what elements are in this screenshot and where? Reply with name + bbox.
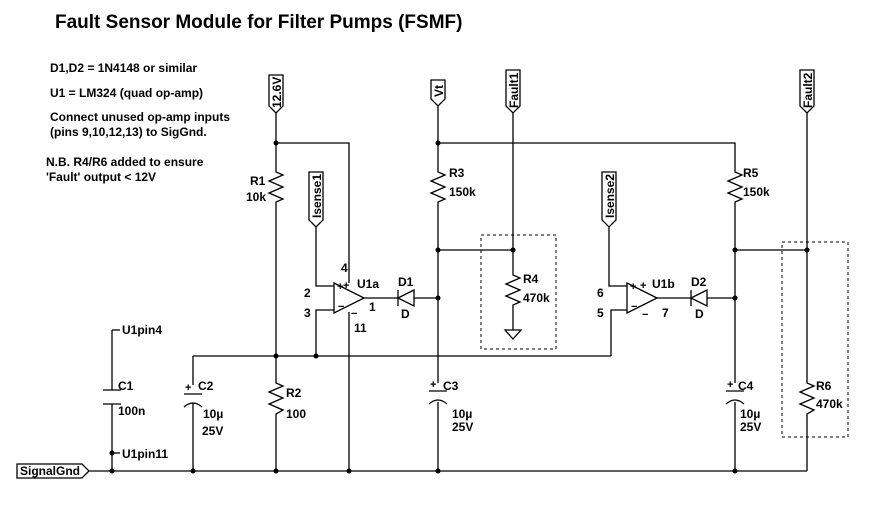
ground-symbol: [503, 329, 523, 340]
svg-text:+: +: [430, 379, 436, 391]
svg-text:3: 3: [304, 306, 311, 320]
svg-text:C2: C2: [198, 379, 214, 393]
svg-text:U1b: U1b: [652, 277, 675, 291]
svg-text:SignalGnd: SignalGnd: [20, 464, 80, 478]
svg-text:Fault2: Fault2: [801, 72, 815, 108]
svg-text:D1: D1: [398, 275, 414, 289]
diode-d2: D2 D: [689, 275, 708, 321]
svg-text:U1a: U1a: [357, 277, 379, 291]
diode-d1: D1 D: [396, 275, 415, 321]
svg-text:C1: C1: [118, 379, 134, 393]
svg-text:R6: R6: [816, 379, 832, 393]
svg-text:R1: R1: [250, 174, 266, 188]
svg-text:D: D: [401, 307, 410, 321]
port-signalgnd: SignalGnd: [16, 463, 90, 479]
svg-text:1: 1: [369, 300, 376, 314]
note-nb-line-2: 'Fault' output < 12V: [46, 170, 156, 184]
svg-text:+: +: [343, 280, 349, 292]
svg-text:10µ: 10µ: [740, 407, 760, 421]
svg-text:150k: 150k: [449, 185, 476, 199]
svg-text:4: 4: [341, 261, 348, 275]
page-title: Fault Sensor Module for Filter Pumps (FS…: [55, 12, 462, 33]
svg-text:10µ: 10µ: [452, 407, 472, 421]
capacitor-c1: C1 100n: [103, 379, 145, 418]
resistor-r1: R1 10k: [246, 167, 285, 207]
svg-text:C3: C3: [443, 379, 459, 393]
svg-text:−: −: [631, 301, 637, 313]
svg-text:R4: R4: [523, 272, 539, 286]
svg-text:2: 2: [304, 286, 311, 300]
wires: [89, 106, 808, 472]
svg-text:R5: R5: [743, 166, 759, 180]
svg-text:25V: 25V: [740, 420, 761, 434]
junctions: [109, 140, 810, 474]
svg-text:7: 7: [662, 306, 669, 320]
svg-text:R3: R3: [449, 166, 465, 180]
capacitor-c3: + C3 10µ 25V: [428, 379, 473, 434]
opamp-u1b: + − + U1b 6 5 7 −: [597, 277, 675, 321]
svg-text:10µ: 10µ: [203, 407, 223, 421]
capacitor-c2: + C2 10µ 25V: [183, 379, 223, 438]
port-12v6: 12.6V: [268, 74, 284, 114]
note-unused-line-1: Connect unused op-amp inputs: [50, 110, 230, 124]
net-u1pin11: U1pin11: [122, 447, 168, 461]
svg-text:10k: 10k: [246, 190, 266, 204]
capacitor-c4: + C4 10µ 25V: [725, 379, 761, 434]
note-opamp: U1 = LM324 (quad op-amp): [50, 86, 203, 100]
svg-text:R2: R2: [286, 386, 302, 400]
svg-text:Isense2: Isense2: [603, 174, 617, 218]
svg-text:470k: 470k: [816, 397, 843, 411]
port-fault2: Fault2: [799, 69, 815, 114]
svg-text:100: 100: [286, 407, 306, 421]
resistor-r6: R6 470k: [798, 375, 843, 425]
svg-text:−: −: [351, 308, 357, 320]
net-u1pin4: U1pin4: [122, 323, 162, 337]
svg-text:C4: C4: [738, 379, 754, 393]
svg-text:25V: 25V: [202, 424, 223, 438]
resistor-r3: R3 150k: [429, 166, 476, 207]
port-vt: Vt: [430, 79, 446, 107]
svg-text:470k: 470k: [523, 291, 550, 305]
svg-text:100n: 100n: [118, 404, 145, 418]
svg-text:+: +: [727, 379, 733, 391]
note-unused-line-2: (pins 9,10,12,13) to SigGnd.: [50, 125, 207, 139]
svg-text:D2: D2: [691, 275, 707, 289]
r4-dashed-box: [480, 234, 557, 350]
port-isense2: Isense2: [601, 171, 617, 228]
resistor-r4: R4 470k: [504, 270, 550, 310]
svg-text:6: 6: [597, 286, 604, 300]
note-diodes: D1,D2 = 1N4148 or similar: [50, 61, 197, 75]
svg-text:11: 11: [354, 321, 367, 335]
svg-text:+: +: [640, 280, 646, 292]
svg-text:25V: 25V: [452, 420, 473, 434]
svg-text:+: +: [630, 281, 636, 293]
svg-text:+: +: [185, 382, 191, 394]
resistor-r5: R5 150k: [726, 166, 770, 207]
svg-text:150k: 150k: [743, 185, 770, 199]
port-fault1: Fault1: [505, 69, 521, 114]
svg-text:12.6V: 12.6V: [270, 77, 284, 108]
port-isense1: Isense1: [308, 171, 324, 228]
svg-text:Isense1: Isense1: [310, 174, 324, 218]
svg-text:Vt: Vt: [432, 85, 446, 97]
note-nb-line-1: N.B. R4/R6 added to ensure: [46, 155, 204, 169]
svg-text:−: −: [642, 309, 648, 321]
r6-dashed-box: [781, 241, 849, 438]
svg-text:−: −: [338, 301, 344, 313]
svg-text:+: +: [337, 281, 343, 293]
resistor-r2: R2 100: [267, 375, 306, 425]
svg-text:D: D: [695, 307, 704, 321]
opamp-u1a: + − + U1a 4 2 3 1 11 −: [304, 261, 379, 335]
svg-text:Fault1: Fault1: [507, 72, 521, 108]
svg-text:5: 5: [597, 306, 604, 320]
